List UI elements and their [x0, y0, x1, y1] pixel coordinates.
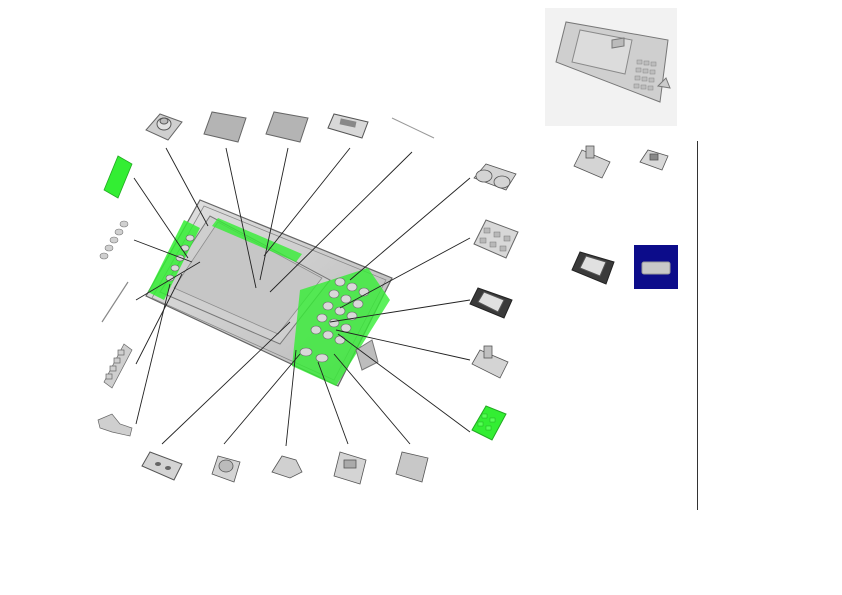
part-hinge-clip-small[interactable] — [573, 145, 611, 179]
part-lcd-sheet-b[interactable] — [265, 111, 309, 143]
part-small-bracket[interactable] — [97, 413, 133, 437]
part-hinge-clip[interactable] — [471, 345, 509, 379]
part-keypad-rubber[interactable] — [473, 219, 519, 259]
part-roller-unit[interactable] — [473, 163, 517, 191]
part-green-button-strip[interactable] — [103, 155, 133, 199]
part-housing-box[interactable] — [395, 451, 429, 483]
part-clamp-small[interactable] — [639, 149, 669, 171]
part-thin-rod[interactable] — [101, 281, 129, 323]
part-latch-cover-small[interactable] — [571, 251, 615, 285]
part-thin-film[interactable] — [391, 117, 435, 139]
part-lever-arm[interactable] — [271, 455, 303, 479]
part-small-button-row[interactable] — [99, 220, 129, 260]
part-green-keypad[interactable] — [471, 405, 507, 441]
part-latch-cover[interactable] — [469, 287, 513, 319]
side-panel-divider — [697, 141, 698, 510]
part-motor-bracket[interactable] — [211, 455, 241, 483]
part-key-row[interactable] — [103, 343, 133, 389]
part-knob-switch[interactable] — [145, 113, 183, 141]
assembly-thumbnail[interactable] — [555, 21, 671, 103]
part-frame-bracket[interactable] — [327, 113, 369, 139]
main-operation-panel[interactable] — [145, 199, 393, 387]
blue-selected-part[interactable] — [641, 261, 671, 275]
part-connector-board[interactable] — [141, 451, 183, 481]
part-door-clip[interactable] — [333, 451, 367, 485]
leader-lines — [133, 147, 471, 447]
part-lcd-sheet-a[interactable] — [203, 111, 247, 143]
